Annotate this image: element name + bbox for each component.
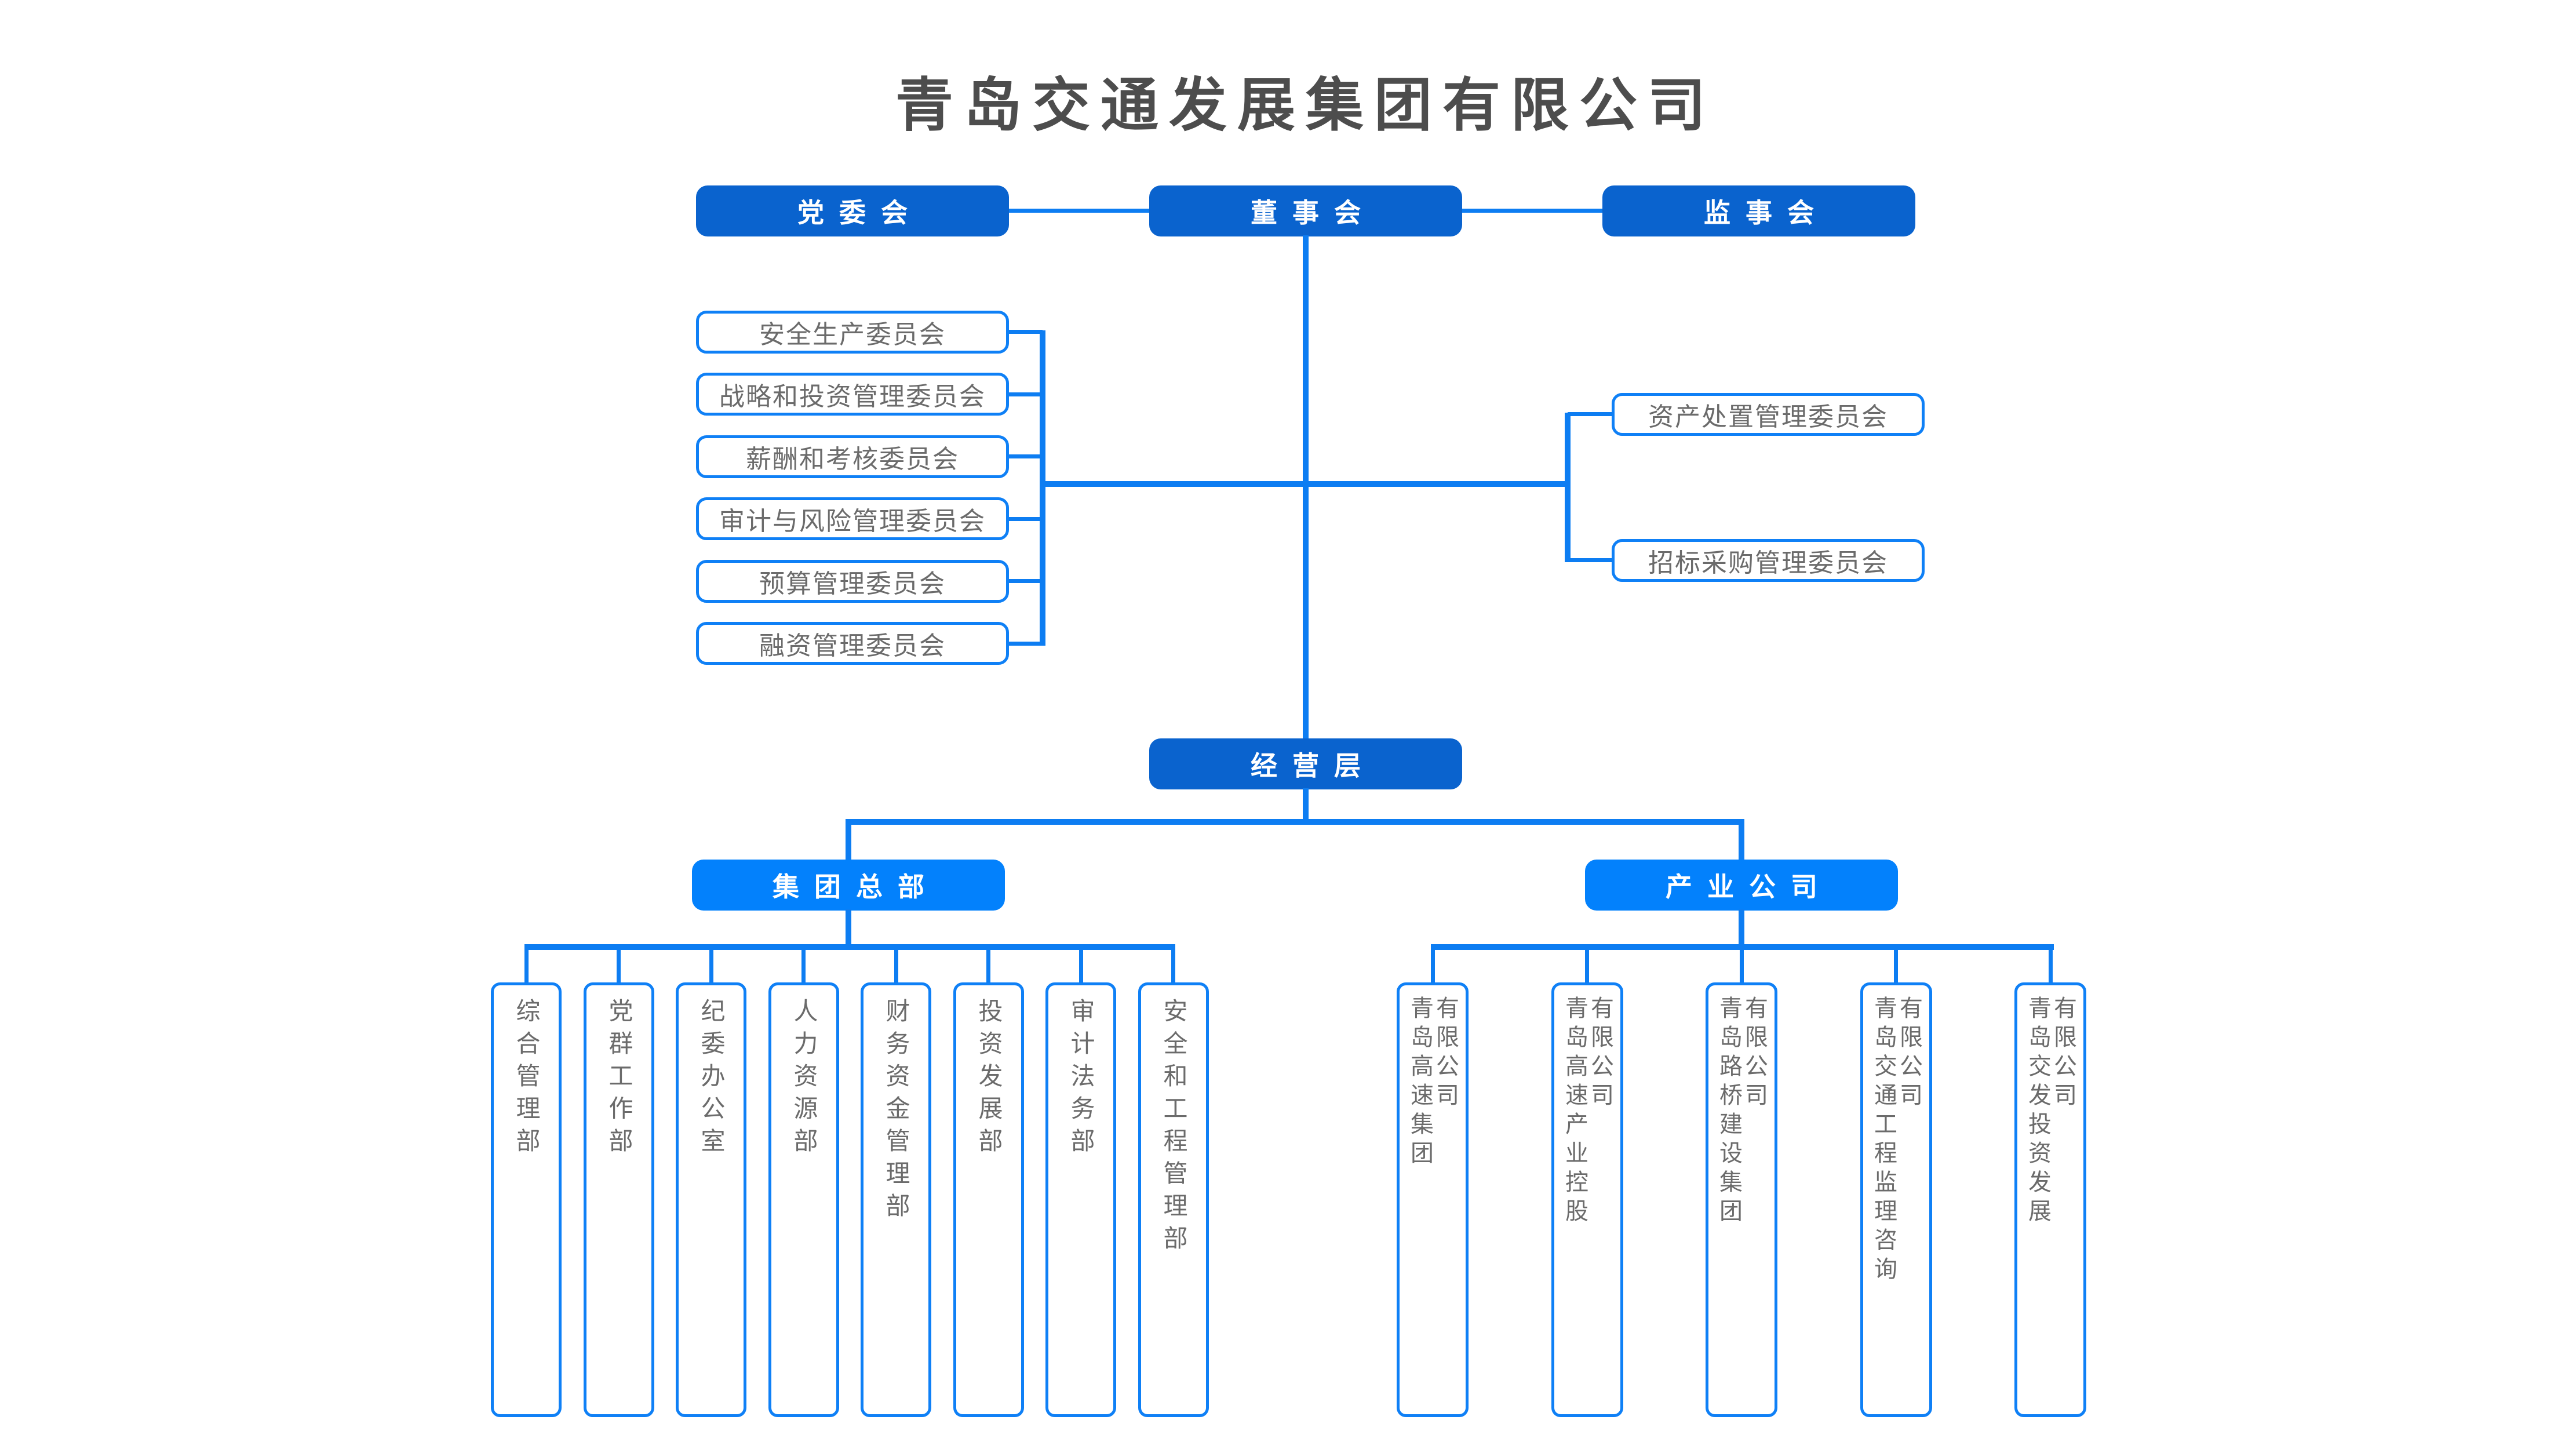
connector-drop — [1585, 948, 1589, 983]
company-suffix: 有限公司 — [1433, 996, 1458, 1112]
company-name: 青岛路桥建设集团 — [1716, 996, 1741, 1228]
connector-drop — [709, 948, 713, 983]
connector-stub — [1009, 454, 1043, 458]
committee-label: 战略和投资管理委员会 — [719, 383, 986, 411]
committee-label: 融资管理委员会 — [759, 632, 946, 660]
node-group-hq-label: 集团总部 — [773, 872, 939, 902]
connector-drop — [2049, 948, 2053, 983]
connector-board-management — [1303, 235, 1309, 740]
node-dept-audit-legal: 审计法务部 — [1045, 982, 1116, 1417]
connector-drop — [1740, 948, 1744, 983]
connector-stub — [1568, 412, 1612, 416]
dept-label: 纪委办公室 — [698, 998, 725, 1160]
node-management-layer: 经营层 — [1149, 738, 1462, 789]
connector-drop — [524, 948, 529, 983]
connector-stub — [1009, 392, 1043, 396]
committee-label: 招标采购管理委员会 — [1648, 549, 1888, 577]
node-party-committee: 党委会 — [696, 185, 1009, 236]
connector-hq-bus — [846, 909, 851, 950]
node-dept-finance-treasury: 财务资金管理部 — [861, 982, 931, 1417]
node-industrial-companies-label: 产业公司 — [1666, 872, 1832, 902]
connector-board-supervisory — [1462, 209, 1602, 213]
connector-drop — [1894, 948, 1898, 983]
node-committee-compensation: 薪酬和考核委员会 — [696, 435, 1009, 478]
node-supervisory-board-label: 监事会 — [1704, 198, 1829, 228]
node-dept-general-management: 综合管理部 — [491, 982, 562, 1417]
node-dept-party-mass-work: 党群工作部 — [584, 982, 654, 1417]
dept-label: 安全和工程管理部 — [1160, 998, 1187, 1258]
node-dept-investment-development: 投资发展部 — [953, 982, 1024, 1417]
node-supervisory-board: 监事会 — [1602, 185, 1915, 236]
committee-label: 审计与风险管理委员会 — [719, 507, 986, 536]
connector-management-split — [1303, 788, 1309, 822]
node-board-label: 董事会 — [1251, 198, 1376, 228]
company-suffix: 有限公司 — [1587, 996, 1613, 1112]
connector-drop — [1431, 948, 1435, 983]
company-suffix: 有限公司 — [1896, 996, 1922, 1112]
connector-stub — [1009, 579, 1043, 583]
connector-industry-bus — [1739, 909, 1744, 950]
node-company-expressway-group: 青岛高速集团 有限公司 — [1397, 982, 1469, 1417]
connector-drop — [986, 948, 990, 983]
connector-drop — [1079, 948, 1083, 983]
dept-label: 审计法务部 — [1067, 998, 1095, 1160]
connector-stub — [1009, 330, 1043, 334]
node-committee-safety: 安全生产委员会 — [696, 311, 1009, 354]
node-dept-safety-engineering: 安全和工程管理部 — [1138, 982, 1209, 1417]
company-suffix: 有限公司 — [2050, 996, 2076, 1112]
node-company-road-bridge-construction: 青岛路桥建设集团 有限公司 — [1706, 982, 1777, 1417]
node-management-layer-label: 经营层 — [1251, 751, 1376, 781]
company-name: 青岛高速集团 — [1407, 996, 1433, 1170]
dept-label: 财务资金管理部 — [883, 998, 910, 1225]
connector-cross — [1040, 481, 1571, 487]
company-name: 青岛高速产业控股 — [1562, 996, 1587, 1228]
bus-industry — [1431, 944, 2054, 950]
page-title: 青岛交通发展集团有限公司 — [895, 73, 1716, 138]
company-suffix: 有限公司 — [1741, 996, 1767, 1112]
connector-to-industry — [1739, 819, 1744, 862]
dept-label: 综合管理部 — [513, 998, 540, 1160]
committee-label: 预算管理委员会 — [759, 570, 946, 598]
node-dept-human-resources: 人力资源部 — [768, 982, 839, 1417]
connector-drop — [617, 948, 621, 983]
node-committee-budget: 预算管理委员会 — [696, 560, 1009, 603]
committee-label: 资产处置管理委员会 — [1648, 403, 1888, 431]
connector-drop — [801, 948, 806, 983]
node-company-expressway-industry-holding: 青岛高速产业控股 有限公司 — [1551, 982, 1623, 1417]
node-committee-asset-disposal: 资产处置管理委员会 — [1612, 393, 1925, 436]
company-name: 青岛交通工程监理咨询 — [1871, 996, 1896, 1286]
dept-label: 党群工作部 — [606, 998, 633, 1160]
connector-left-spine — [1040, 330, 1045, 646]
connector-stub — [1009, 517, 1043, 521]
committee-label: 安全生产委员会 — [759, 321, 946, 349]
node-committee-financing: 融资管理委员会 — [696, 622, 1009, 665]
node-industrial-companies: 产业公司 — [1585, 860, 1898, 911]
node-committee-bidding-procurement: 招标采购管理委员会 — [1612, 539, 1925, 582]
connector-party-board — [1009, 209, 1149, 213]
dept-label: 投资发展部 — [975, 998, 1003, 1160]
connector-drop — [894, 948, 898, 983]
connector-branch-split — [846, 819, 1744, 825]
connector-to-hq — [846, 819, 851, 862]
connector-stub — [1568, 558, 1612, 562]
node-group-hq: 集团总部 — [692, 860, 1005, 911]
node-company-engineering-supervision: 青岛交通工程监理咨询 有限公司 — [1860, 982, 1932, 1417]
node-party-committee-label: 党委会 — [797, 198, 923, 228]
connector-stub — [1009, 642, 1043, 646]
node-dept-discipline-office: 纪委办公室 — [676, 982, 746, 1417]
connector-right-spine — [1565, 413, 1571, 562]
company-name: 青岛交发投资发展 — [2025, 996, 2050, 1228]
dept-label: 人力资源部 — [790, 998, 818, 1160]
node-board: 董事会 — [1149, 185, 1462, 236]
node-committee-strategy-investment: 战略和投资管理委员会 — [696, 373, 1009, 416]
bus-hq — [524, 944, 1175, 950]
node-committee-audit-risk: 审计与风险管理委员会 — [696, 497, 1009, 540]
connector-drop — [1171, 948, 1175, 983]
committee-label: 薪酬和考核委员会 — [746, 445, 959, 474]
node-company-investment-development: 青岛交发投资发展 有限公司 — [2014, 982, 2086, 1417]
